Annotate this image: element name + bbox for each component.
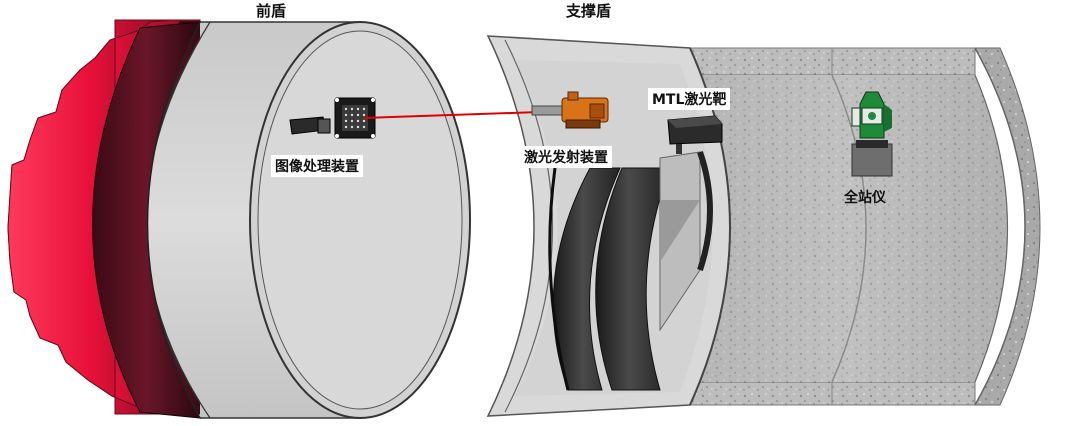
laser-emitter-label: 激光发射装置 (520, 146, 612, 168)
camera-icon (290, 117, 330, 134)
support-shield-title: 支撑盾 (566, 0, 611, 21)
image-processing-device-label: 图像处理装置 (271, 155, 363, 177)
total-station-label: 全站仪 (840, 186, 890, 208)
mtl-laser-target-label: MTL激光靶 (648, 88, 730, 110)
front-shield (8, 20, 470, 418)
front-shield-title: 前盾 (256, 0, 286, 21)
